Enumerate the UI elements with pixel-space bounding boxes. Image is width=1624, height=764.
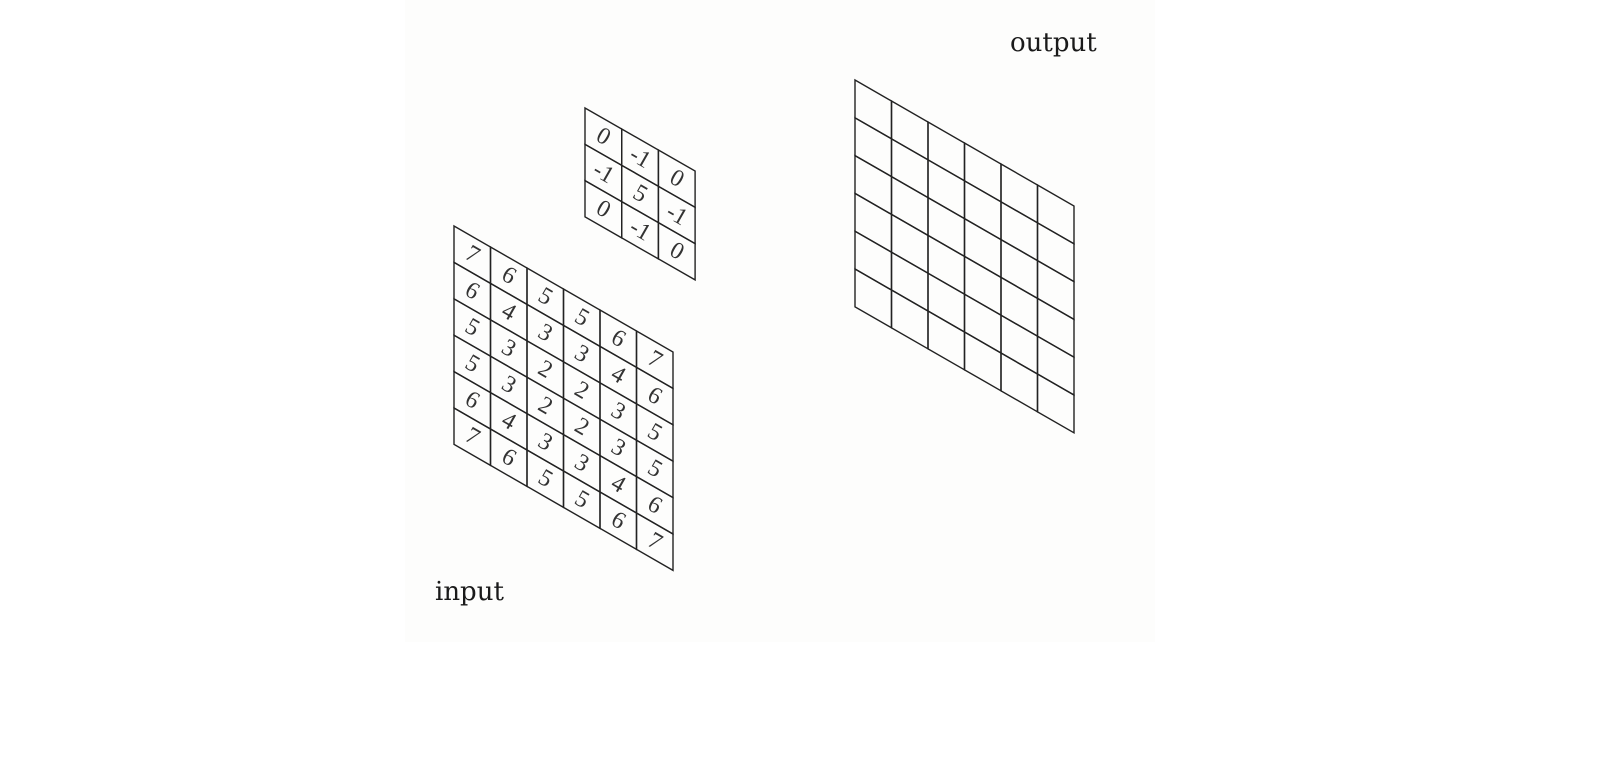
input-label: input xyxy=(435,577,504,607)
output-cell xyxy=(927,234,966,296)
input-cell-value: 2 xyxy=(570,413,593,442)
input-cell xyxy=(635,511,674,572)
output-cell xyxy=(1036,297,1075,359)
input-cell-value: 4 xyxy=(497,298,520,327)
input-cell-value: 5 xyxy=(461,350,484,379)
input-cell-value: 5 xyxy=(570,485,593,514)
output-cell xyxy=(890,175,929,237)
input-cell-value: 5 xyxy=(461,313,484,342)
output-cell xyxy=(890,288,929,351)
input-cell-value: 5 xyxy=(643,455,666,484)
input-cell-value: 6 xyxy=(643,382,666,411)
output-cell xyxy=(854,78,893,141)
input-cell-value: 3 xyxy=(607,434,630,463)
input-cell-value: 3 xyxy=(607,397,630,426)
input-cell-value: 6 xyxy=(461,277,484,306)
kernel-grid: 0-10-15-10-10 xyxy=(584,106,696,282)
output-cell xyxy=(854,154,893,216)
kernel-cell-value: 0 xyxy=(592,122,615,151)
input-cell-value: 4 xyxy=(497,407,520,436)
output-cell xyxy=(963,330,1002,393)
output-cell xyxy=(927,158,966,220)
input-cell-value: 7 xyxy=(461,240,484,269)
input-cell-value: 3 xyxy=(534,428,557,457)
input-cell-value: 7 xyxy=(643,345,666,374)
input-cell-value: 6 xyxy=(497,261,520,290)
diagram-panel xyxy=(405,0,1155,642)
input-cell-value: 7 xyxy=(643,527,666,556)
output-cell xyxy=(854,267,893,330)
output-cell xyxy=(1000,276,1039,338)
output-cell xyxy=(890,99,929,162)
input-cell-value: 2 xyxy=(534,355,557,384)
input-cell-value: 5 xyxy=(534,464,557,493)
kernel-cell-value: 5 xyxy=(628,180,651,209)
output-grid xyxy=(854,78,1075,435)
output-cell xyxy=(1036,221,1075,283)
output-cell xyxy=(1036,183,1075,246)
input-cell-value: 2 xyxy=(570,376,593,405)
output-cell xyxy=(1000,351,1039,414)
input-cell-value: 3 xyxy=(497,371,520,400)
output-cell xyxy=(1000,162,1039,225)
output-cell xyxy=(854,116,893,178)
output-cell xyxy=(1000,200,1039,262)
input-cell-value: 6 xyxy=(497,443,520,472)
output-cell xyxy=(963,255,1002,317)
output-cell xyxy=(927,196,966,258)
input-cell-value: 3 xyxy=(534,319,557,348)
input-cell-value: 2 xyxy=(534,392,557,421)
input-cell-value: 6 xyxy=(461,386,484,415)
input-cell-value: 6 xyxy=(607,506,630,535)
input-cell-value: 3 xyxy=(570,449,593,478)
input-cell-value: 6 xyxy=(607,324,630,353)
input-cell-value: 7 xyxy=(461,422,484,451)
input-cell-value: 6 xyxy=(643,491,666,520)
kernel-cell-value: 0 xyxy=(592,195,615,224)
output-cell xyxy=(927,309,966,372)
kernel-cell-value: 0 xyxy=(665,164,688,193)
output-cell xyxy=(963,217,1002,279)
output-cell xyxy=(1036,259,1075,321)
output-cell xyxy=(1000,238,1039,300)
input-cell-value: 3 xyxy=(497,334,520,363)
output-label: output xyxy=(1010,28,1097,58)
input-cell-value: 3 xyxy=(570,340,593,369)
output-cell xyxy=(890,213,929,275)
output-cell xyxy=(890,137,929,199)
input-cell-value: 4 xyxy=(607,470,630,499)
output-cell xyxy=(963,292,1002,355)
output-cell xyxy=(927,271,966,334)
output-cell xyxy=(1036,372,1075,435)
output-cell xyxy=(1036,334,1075,397)
kernel-cell xyxy=(657,221,696,282)
kernel-cell-value: 0 xyxy=(665,237,688,266)
output-cell xyxy=(1000,313,1039,376)
output-cell xyxy=(854,192,893,254)
output-cell xyxy=(927,120,966,183)
input-cell-value: 5 xyxy=(570,303,593,332)
input-cell-value: 5 xyxy=(534,282,557,311)
output-cell xyxy=(963,179,1002,241)
output-cell xyxy=(854,229,893,292)
input-cell-value: 4 xyxy=(607,361,630,390)
output-cell xyxy=(890,250,929,313)
input-cell-value: 5 xyxy=(643,418,666,447)
output-cell xyxy=(963,141,1002,204)
